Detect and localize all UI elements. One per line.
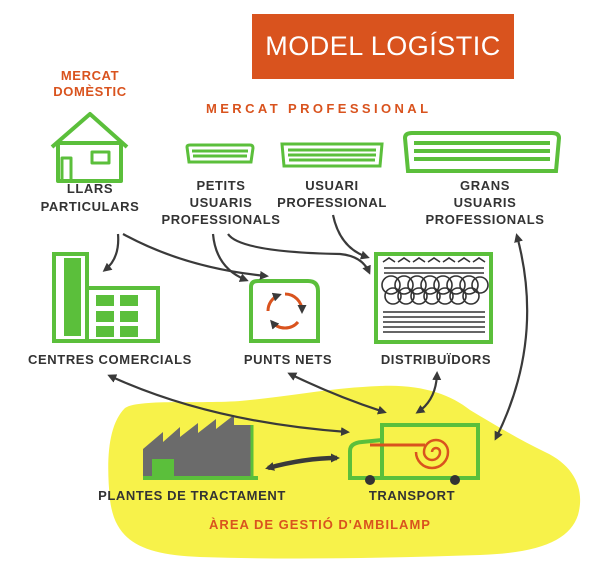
- title-box: [252, 14, 514, 79]
- grans-usuaris-label: GRANS USUARIS PROFESSIONALS: [425, 178, 545, 227]
- truck-icon: [348, 423, 480, 485]
- arrow-punts-transport: [287, 372, 387, 415]
- arrow-distribuidors-transport: [415, 371, 442, 414]
- house-icon: [50, 112, 129, 183]
- distribuidors-label: DISTRIBUÏDORS: [380, 352, 492, 367]
- small-device-icon: [185, 143, 255, 164]
- arrow-centres-transport: [107, 374, 350, 437]
- centres-comercials-label: CENTRES COMERCIALS: [28, 352, 192, 367]
- large-device-icon: [402, 131, 562, 173]
- medium-device-icon: [280, 142, 384, 168]
- petits-usuaris-label: PETITS USUARIS PROFESSIONALS: [161, 178, 281, 227]
- recycling-container-icon: [249, 279, 320, 343]
- punts-nets-label: PUNTS NETS: [243, 352, 333, 367]
- arrow-llars-to-punts: [122, 233, 269, 280]
- title-box-container: MODEL LOGÍSTIC: [252, 14, 514, 79]
- page-title: MODEL LOGÍSTIC: [265, 31, 501, 61]
- arrow-petits-to-punts: [211, 233, 249, 282]
- flow-arrows: [102, 214, 529, 441]
- arrow-plant-transport: [265, 453, 340, 471]
- lamp-crate-icon: [374, 252, 493, 344]
- plantes-tractament-label: PLANTES DE TRACTAMENT: [98, 488, 286, 503]
- transport-label: TRANSPORT: [368, 488, 456, 503]
- arrow-petits-to-distribuidors: [227, 233, 371, 275]
- arrow-usuari-to-distribuidors: [331, 214, 370, 260]
- mercat-professional-label: MERCAT PROFESSIONAL: [206, 101, 432, 116]
- arrow-llars-to-centres: [102, 233, 120, 272]
- arrow-grans-transport: [494, 233, 529, 441]
- area-gestio-label: ÀREA DE GESTIÓ D'AMBILAMP: [209, 517, 431, 532]
- mercat-domestic-label: MERCAT DOMÈSTIC: [53, 68, 127, 99]
- llars-particulars-label: LLARS PARTICULARS: [40, 181, 140, 214]
- usuari-professional-label: USUARI PROFESSIONAL: [277, 178, 387, 210]
- shopping-center-icon: [52, 252, 160, 343]
